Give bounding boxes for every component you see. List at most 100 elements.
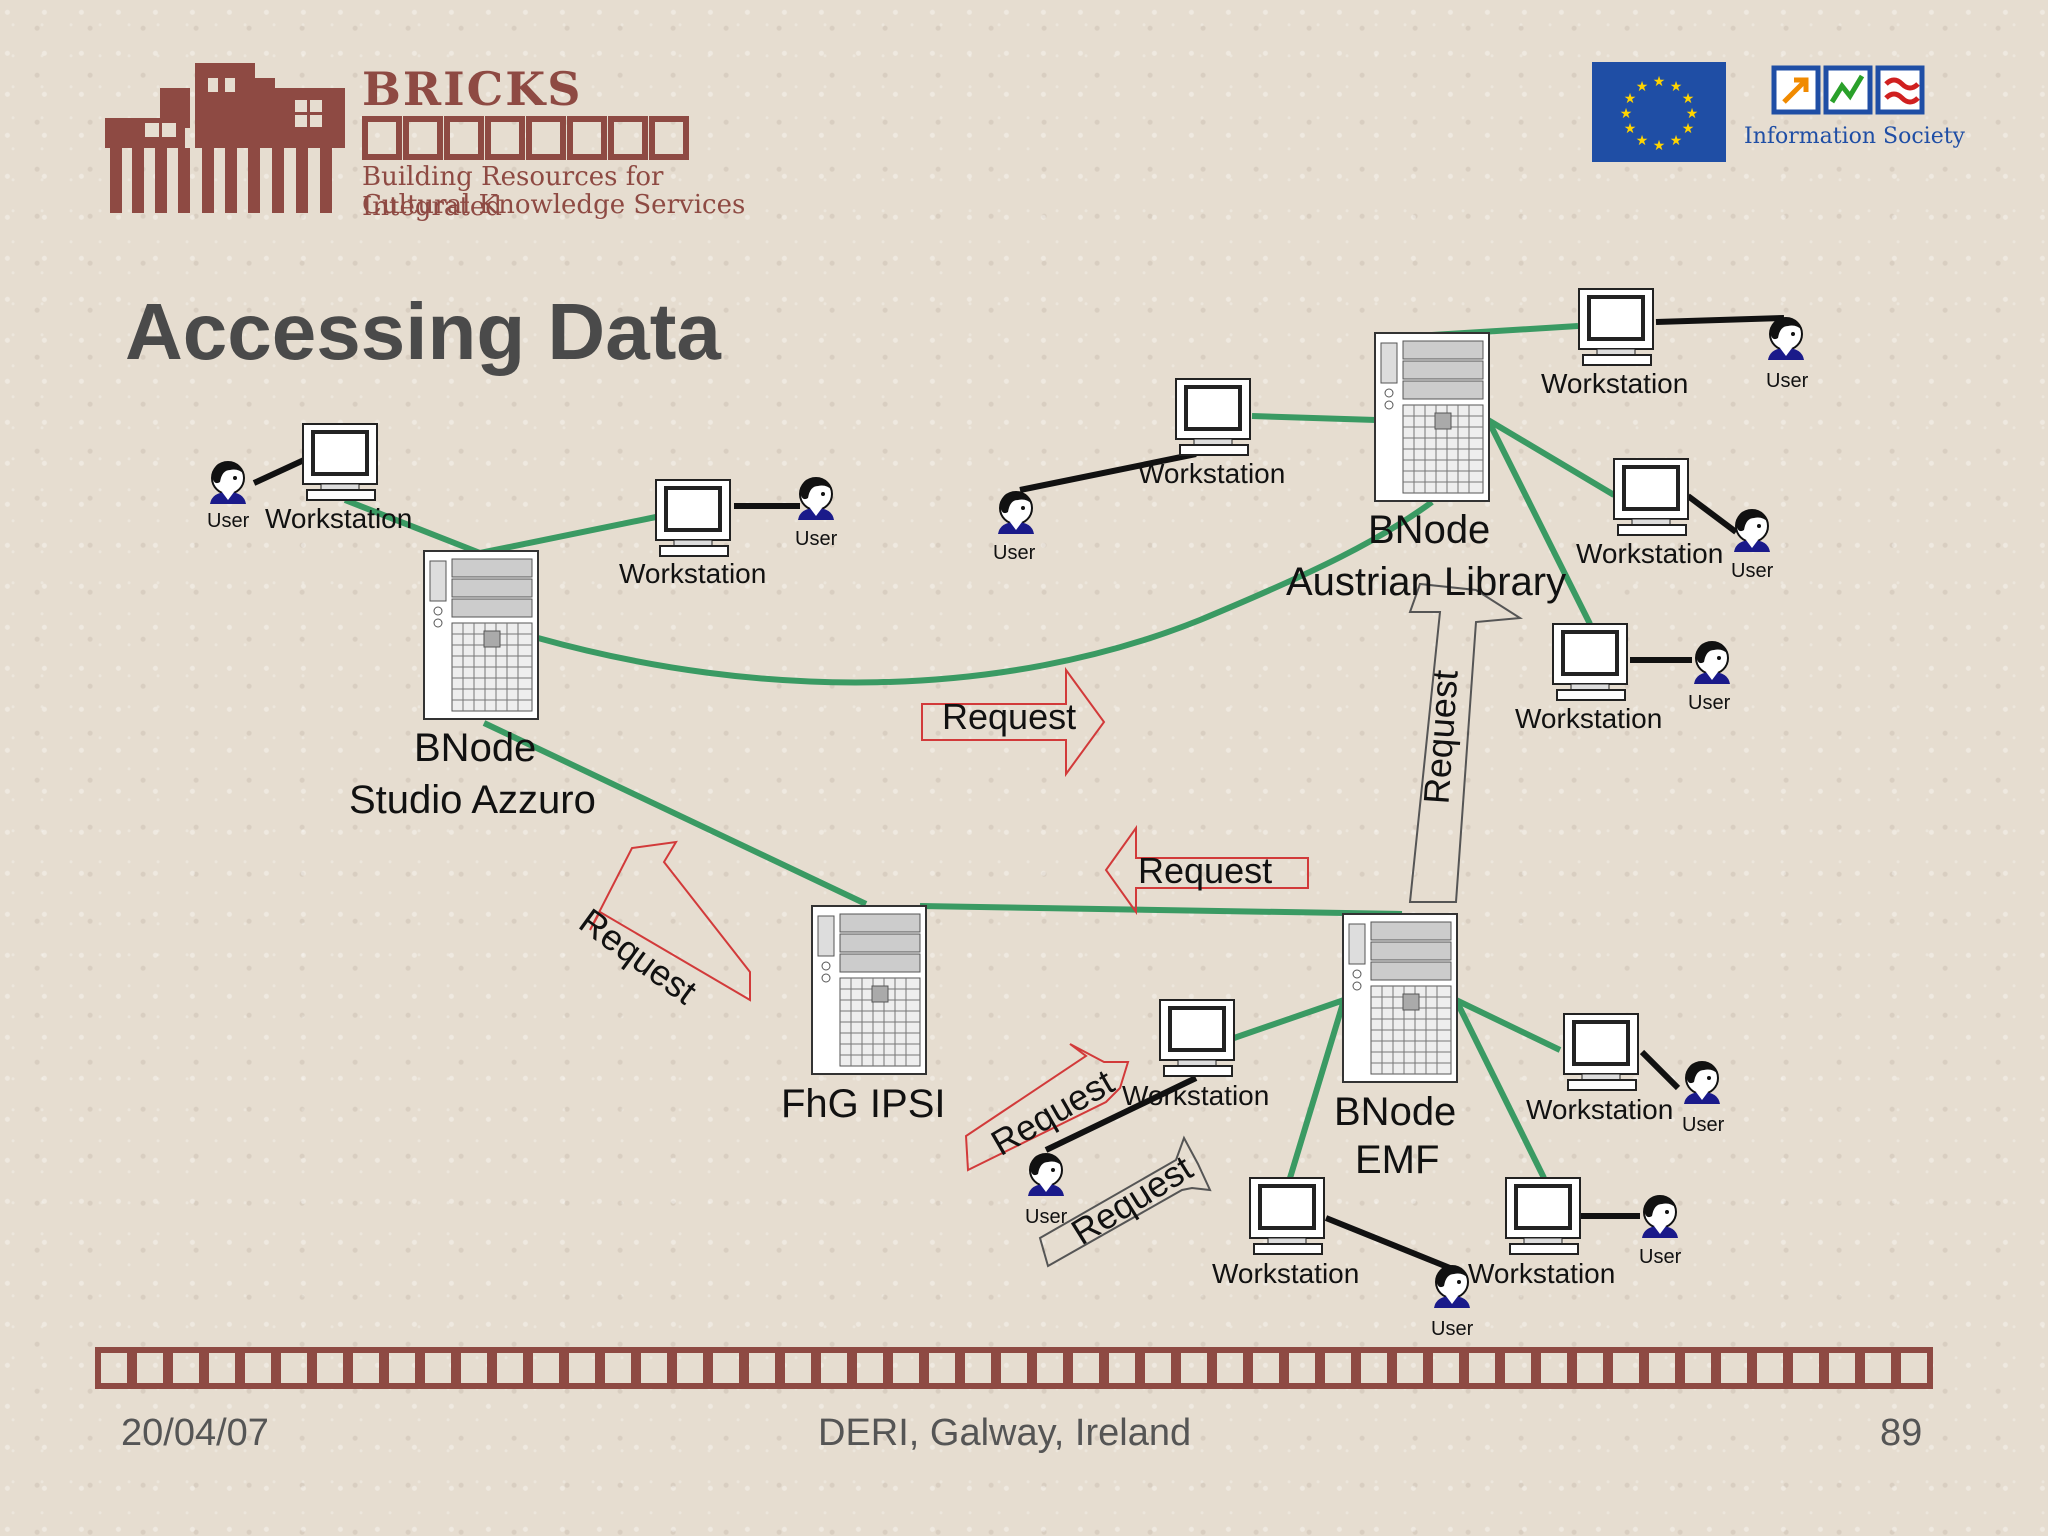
svg-text:★: ★ <box>1670 79 1683 95</box>
svg-text:★: ★ <box>1653 138 1666 154</box>
footer-date: 20/04/07 <box>121 1412 269 1454</box>
svg-text:★: ★ <box>1653 74 1666 90</box>
user-label: User <box>1639 1246 1682 1268</box>
arrow-request-emf-red <box>964 1043 1130 1172</box>
user-icon <box>1641 1194 1679 1239</box>
node-label-fhg: FhG IPSI <box>781 1082 946 1126</box>
user-icon <box>1027 1152 1065 1197</box>
user-link <box>1019 451 1197 493</box>
user-label: User <box>1731 560 1774 582</box>
workstation-label: Workstation <box>1468 1258 1616 1289</box>
svg-text:★: ★ <box>1686 106 1699 122</box>
workstation-label: Workstation <box>1526 1094 1674 1125</box>
workstation-label: Workstation <box>619 558 767 589</box>
workstation-icon <box>1577 287 1655 367</box>
link-emf-ws3 <box>1454 997 1562 1053</box>
workstation-label: Workstation <box>265 503 413 534</box>
link-studio-ws1 <box>343 497 482 556</box>
logo-squares-icon <box>362 116 689 160</box>
user-link <box>252 457 306 486</box>
server-fhg-ipsi <box>811 905 927 1075</box>
workstation-label: Workstation <box>1515 703 1663 734</box>
node-label-emf-1: BNode <box>1334 1090 1457 1134</box>
logo-tagline-1: Building Resources for Integrated <box>362 162 664 222</box>
user-label: User <box>1025 1206 1068 1228</box>
svg-text:★: ★ <box>1636 133 1649 149</box>
workstation-icon <box>1612 457 1690 537</box>
node-label-austrian-1: BNode <box>1368 508 1491 552</box>
user-link <box>1639 1049 1681 1091</box>
link-fhg-emf <box>919 903 1403 917</box>
user-label: User <box>993 542 1036 564</box>
logo-tagline-2: Cultural Knowledge Services <box>362 190 746 220</box>
link-studio-fhg <box>482 720 868 907</box>
node-label-emf-2: EMF <box>1355 1138 1440 1182</box>
user-label: User <box>1431 1318 1474 1340</box>
server-emf <box>1342 913 1458 1083</box>
svg-text:★: ★ <box>1682 91 1695 107</box>
footer-place: DERI, Galway, Ireland <box>818 1412 1192 1454</box>
link-emf-ws4 <box>1453 998 1547 1180</box>
link-emf-ws2 <box>1287 999 1347 1179</box>
network-links <box>343 323 1616 1180</box>
arrow-request-emf-gray <box>1038 1135 1212 1268</box>
user-label: User <box>1766 370 1809 392</box>
user-icon <box>1433 1264 1471 1309</box>
link-austrian-ws2 <box>1251 413 1377 423</box>
user-links <box>252 315 1785 1271</box>
user-label: User <box>1682 1114 1725 1136</box>
node-label-studio-2: Studio Azzuro <box>349 778 596 822</box>
link-emf-ws1 <box>1233 997 1345 1041</box>
svg-text:★: ★ <box>1620 106 1633 122</box>
logo-name: BRICKS <box>362 62 583 116</box>
page-title: Accessing Data <box>125 287 721 376</box>
user-label: User <box>1688 692 1731 714</box>
arrow-request-up <box>1408 582 1524 903</box>
arrow-request-left <box>1104 824 1309 916</box>
workstation-icon <box>1551 622 1629 702</box>
workstation-label: Workstation <box>1212 1258 1360 1289</box>
workstation-label: Workstation <box>1138 458 1286 489</box>
request-arrows <box>589 582 1524 1268</box>
user-icon <box>209 460 247 505</box>
bricks-logo: BRICKS Building Resources for Integrated… <box>100 58 760 228</box>
node-label-austrian-2: Austrian Library <box>1286 560 1567 604</box>
workstation-label: Workstation <box>1576 538 1724 569</box>
user-link <box>1044 1075 1198 1153</box>
footer-page-number: 89 <box>1880 1412 1923 1454</box>
user-label: User <box>207 510 250 532</box>
workstation-icon <box>1562 1012 1640 1092</box>
user-link <box>1686 493 1738 535</box>
user-icon <box>1767 316 1805 361</box>
request-label-right: Request <box>942 696 1077 737</box>
info-society-text: Information Society <box>1744 124 1965 149</box>
arrow-request-right <box>921 666 1106 778</box>
svg-text:★: ★ <box>1636 79 1649 95</box>
server-studio-azzuro <box>423 550 539 720</box>
svg-text:★: ★ <box>1670 133 1683 149</box>
link-austrian-ws3 <box>1486 417 1616 498</box>
server-austrian-library <box>1374 332 1490 502</box>
link-studio-austrian <box>537 499 1434 686</box>
link-studio-ws2 <box>479 514 657 556</box>
workstation-icon <box>654 478 732 558</box>
svg-text:★: ★ <box>1682 121 1695 137</box>
information-society-logo: Information Society <box>1740 62 1965 172</box>
workstation-icon <box>1158 998 1236 1078</box>
svg-text:★: ★ <box>1624 121 1637 137</box>
workstation-icon <box>1248 1176 1326 1256</box>
workstation-icon <box>1174 377 1252 457</box>
user-icon <box>997 490 1035 535</box>
user-icon <box>1683 1060 1721 1105</box>
eu-flag-icon: ★★★ ★★★ ★★★ ★★★ <box>1592 62 1726 162</box>
info-society-icon <box>1771 65 1925 115</box>
user-link <box>1324 1215 1452 1271</box>
link-austrian-ws4 <box>1485 418 1593 626</box>
user-icon <box>797 476 835 521</box>
user-link <box>1655 315 1785 325</box>
workstation-icon <box>1504 1176 1582 1256</box>
request-label-left: Request <box>1138 850 1273 891</box>
user-icon <box>1733 508 1771 553</box>
user-label: User <box>795 528 838 550</box>
